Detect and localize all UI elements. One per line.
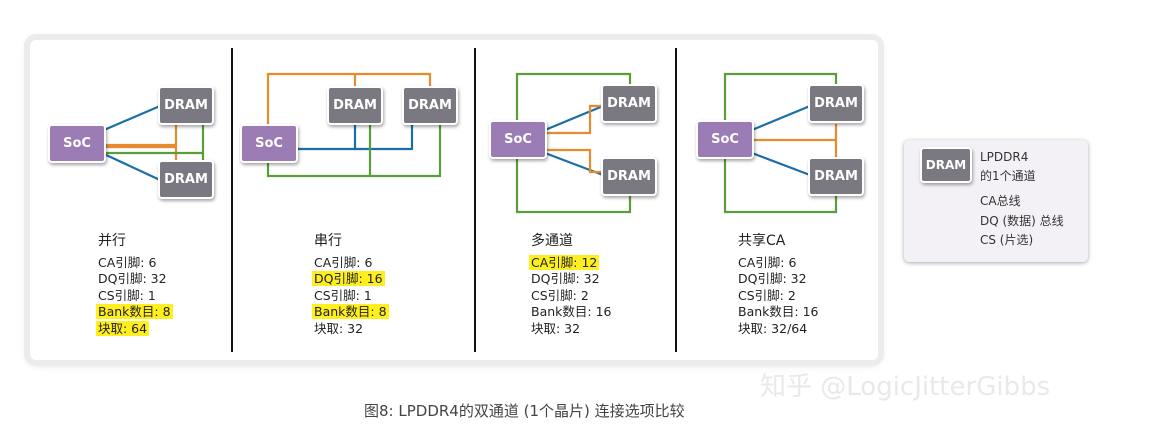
legend-dram-desc-1: LPDDR4 — [980, 150, 1029, 164]
cs-pins: CS引脚: 1 — [314, 287, 372, 303]
burst-length: 块取: 64 — [96, 320, 150, 336]
bank-count: Bank数目: 16 — [738, 304, 819, 320]
dram-box: DRAM — [329, 88, 381, 123]
ca-pins: CA引脚: 6 — [98, 254, 157, 270]
dq-pins: DQ引脚: 32 — [531, 271, 600, 287]
legend-dram-box: DRAM — [922, 149, 970, 181]
legend-dq-label: DQ (数据) 总线 — [980, 214, 1064, 228]
ca-pins: CA引脚: 6 — [314, 254, 373, 270]
cs-pins: CS引脚: 2 — [738, 287, 796, 303]
dram-box: DRAM — [810, 159, 862, 194]
config-stats-serial: 串行 CA引脚: 6 DQ引脚: 16 CS引脚: 1 Bank数目: 8 块取… — [312, 233, 389, 338]
config-title: 并行 — [98, 233, 126, 249]
config-stats-shared-ca: 共享CA CA引脚: 6 DQ引脚: 32 CS引脚: 2 Bank数目: 16… — [738, 233, 819, 338]
config-stats-parallel: 并行 CA引脚: 6 DQ引脚: 32 CS引脚: 1 Bank数目: 8 块取… — [96, 233, 173, 338]
burst-length: 块取: 32/64 — [738, 320, 808, 336]
serial-wires — [266, 72, 442, 178]
dram-box: DRAM — [160, 162, 212, 197]
multichannel-wires — [515, 72, 632, 214]
dq-pins: DQ引脚: 32 — [98, 271, 167, 287]
dram-box: DRAM — [603, 159, 655, 194]
config-title: 串行 — [314, 233, 342, 249]
figure-caption: 图8: LPDDR4的双通道 (1个晶片) 连接选项比较 — [364, 402, 685, 420]
dq-pins: DQ引脚: 16 — [312, 271, 385, 287]
legend-ca-label: CA总线 — [980, 194, 1021, 208]
bank-count: Bank数目: 8 — [96, 304, 173, 320]
dram-box: DRAM — [810, 86, 862, 121]
soc-box: SoC — [491, 122, 545, 157]
ca-pins: CA引脚: 12 — [529, 254, 600, 270]
cs-pins: CS引脚: 1 — [98, 287, 156, 303]
dram-box: DRAM — [603, 86, 655, 121]
bank-count: Bank数目: 8 — [312, 304, 389, 320]
dram-box: DRAM — [404, 88, 456, 123]
cs-pins: CS引脚: 2 — [531, 287, 589, 303]
legend-dram-desc-2: 的1个通道 — [980, 169, 1036, 183]
burst-length: 块取: 32 — [531, 320, 581, 336]
ca-pins: CA引脚: 6 — [738, 254, 797, 270]
soc-box: SoC — [50, 126, 104, 161]
dram-box: DRAM — [160, 88, 212, 123]
parallel-wires — [103, 104, 205, 181]
legend: DRAM LPDDR4 的1个通道 CA总线 DQ (数据) 总线 CS (片选… — [904, 140, 1088, 262]
watermark: 知乎 @LogicJitterGibbs — [760, 372, 1051, 402]
soc-box: SoC — [698, 122, 752, 157]
config-title: 多通道 — [531, 233, 573, 249]
bank-count: Bank数目: 16 — [531, 304, 612, 320]
legend-cs-label: CS (片选) — [980, 233, 1034, 247]
burst-length: 块取: 32 — [314, 320, 364, 336]
config-title: 共享CA — [738, 233, 786, 249]
config-stats-multichannel: 多通道 CA引脚: 12 DQ引脚: 32 CS引脚: 2 Bank数目: 16… — [529, 233, 612, 338]
dq-pins: DQ引脚: 32 — [738, 271, 807, 287]
shared-ca-wires — [723, 72, 838, 214]
soc-box: SoC — [242, 126, 296, 161]
